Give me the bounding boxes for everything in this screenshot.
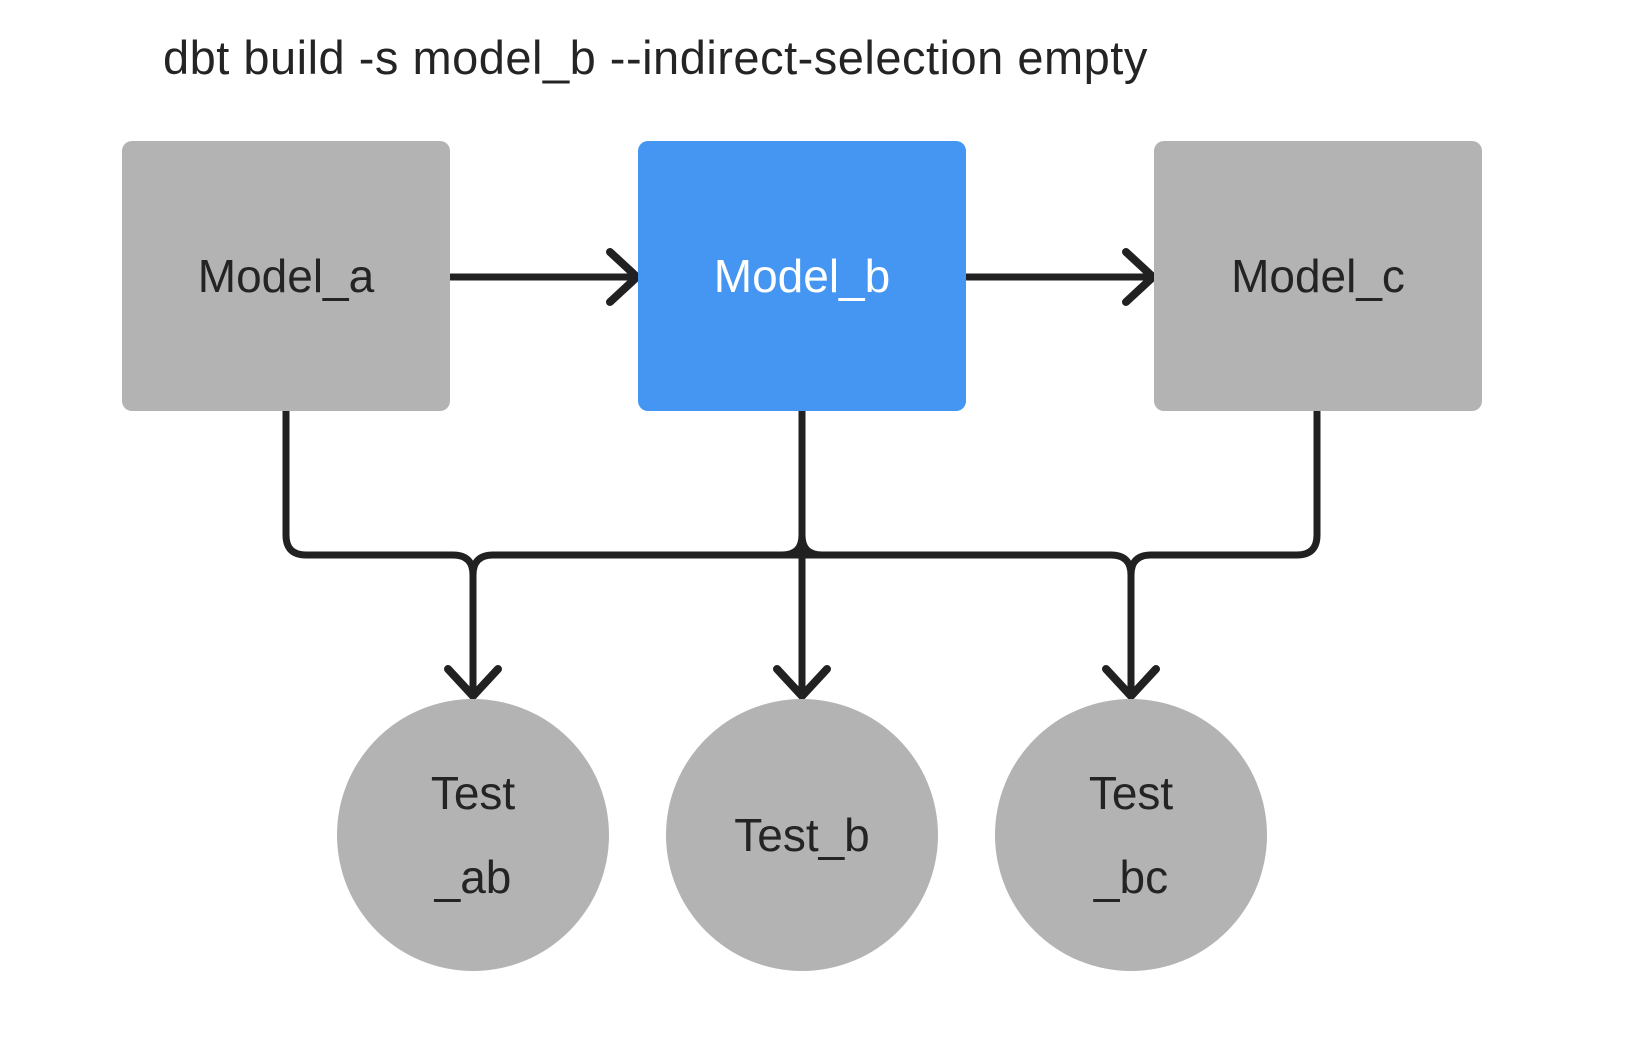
node-model-c: Model_c <box>1154 141 1482 411</box>
arrowhead-test-bc <box>1102 665 1160 700</box>
node-test-b: Test_b <box>666 699 938 971</box>
arrowhead-model-b <box>606 248 641 306</box>
node-test-bc-label-line2: _bc <box>1093 851 1169 903</box>
node-test-ab-label-line1: Test <box>430 767 516 819</box>
node-model-b-selected: Model_b <box>638 141 966 411</box>
edge-model-a-to-test-ab <box>282 407 477 691</box>
node-test-ab-label-line2: _ab <box>434 851 512 903</box>
diagram-title: dbt build -s model_b --indirect-selectio… <box>163 31 1148 84</box>
arrowhead-model-c <box>1122 248 1157 306</box>
node-test-bc-label-line1: Test <box>1088 767 1174 819</box>
edge-model-c-to-test-bc <box>1127 407 1321 691</box>
node-model-a-label: Model_a <box>197 250 375 302</box>
edge-model-b-to-test-ab <box>469 407 806 579</box>
node-model-b-label: Model_b <box>713 250 891 302</box>
node-model-c-label: Model_c <box>1231 250 1405 302</box>
node-test-ab: Test _ab <box>337 699 609 971</box>
node-test-b-label: Test_b <box>734 809 870 861</box>
arrowhead-test-ab <box>444 665 502 700</box>
edge-model-b-to-test-bc <box>798 407 1135 579</box>
arrowhead-test-b <box>773 665 831 700</box>
node-model-a: Model_a <box>122 141 450 411</box>
node-test-bc: Test _bc <box>995 699 1267 971</box>
